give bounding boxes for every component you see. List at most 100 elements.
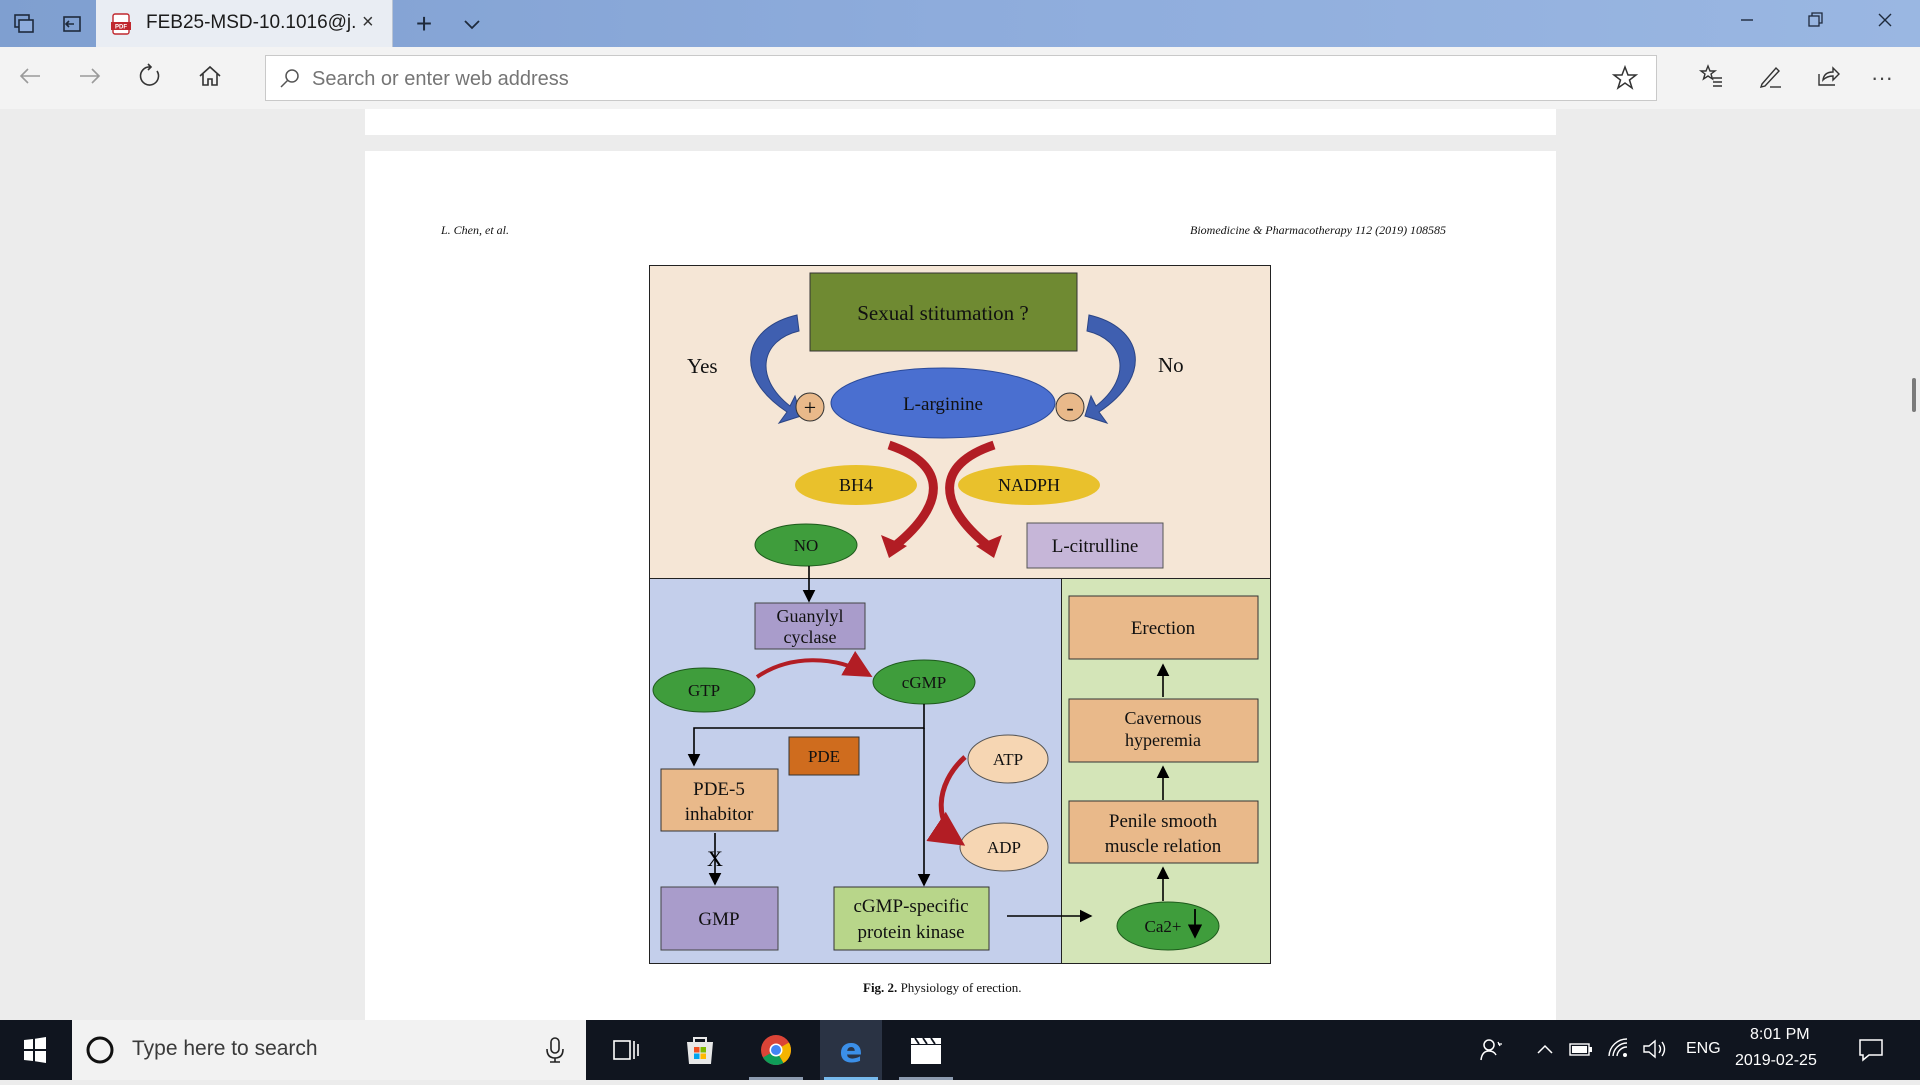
cgmp-label: cGMP [902,673,946,692]
plus-circle [795,392,825,422]
minimize-icon[interactable] [1724,10,1770,36]
address-input[interactable] [310,56,1594,102]
language-indicator[interactable]: ENG [1686,1040,1721,1057]
volume-icon[interactable] [1641,1036,1669,1067]
pde-label: PDE [808,747,840,766]
nadph-oval [958,465,1100,505]
red-arrow-left [887,440,938,549]
l-arginine-label: L-arginine [903,394,983,415]
taskbar-search-box[interactable]: Type here to search [72,1020,586,1080]
tab-manager-icon[interactable] [12,12,36,36]
address-bar[interactable] [265,55,1657,102]
clock-date[interactable]: 2019-02-25 [1735,1052,1817,1069]
guanylyl-line1: Guanylyl [777,606,844,626]
running-header-authors: L. Chen, et al. [441,223,509,237]
tab-title: FEB25-MSD-10.1016@j. [146,12,357,33]
sexual-stimulation-label: Sexual stitumation ? [857,301,1028,325]
action-center-icon[interactable] [1857,1036,1885,1069]
cavernous-line2: hyperemia [1125,730,1201,750]
gtp-oval [652,667,756,713]
adp-oval [959,822,1049,872]
favorite-star-icon[interactable] [1611,64,1639,92]
guanylyl-cyclase-box [754,602,866,650]
wifi-icon[interactable] [1606,1036,1632,1067]
set-aside-tabs-icon[interactable] [60,12,84,36]
bh4-label: BH4 [839,475,873,495]
nadph-label: NADPH [998,475,1060,495]
no-oval [754,523,858,567]
microsoft-store-icon[interactable] [669,1020,731,1080]
pen-notes-icon[interactable] [1754,62,1786,94]
search-icon [280,69,299,88]
adp-label: ADP [987,838,1021,857]
chrome-icon[interactable] [745,1020,807,1080]
gmp-box [660,886,779,951]
home-icon[interactable] [194,62,226,94]
new-tab-icon[interactable]: + [415,8,433,39]
cavernous-box [1068,698,1259,763]
refresh-icon[interactable] [134,62,166,94]
yes-label: Yes [687,354,718,378]
previous-page-edge [365,109,1556,135]
start-button[interactable] [0,1020,70,1080]
penile-line1: Penile smooth [1109,811,1218,832]
share-icon[interactable] [1812,62,1844,94]
taskbar-search-placeholder: Type here to search [132,1037,318,1060]
pde5-inhibitor-box [660,768,779,832]
edge-icon[interactable]: e [820,1020,882,1080]
penile-box [1068,800,1259,864]
video-editor-icon[interactable] [895,1020,957,1080]
battery-icon[interactable] [1568,1038,1594,1065]
red-arrow-right [945,440,996,549]
close-window-icon[interactable] [1862,10,1908,36]
browser-titlebar: PDF FEB25-MSD-10.1016@j. × + [0,0,1920,47]
figure-caption: Fig. 2. Physiology of erection. [863,980,1022,996]
microphone-icon[interactable] [544,1036,566,1064]
caption-text: Physiology of erection. [897,980,1022,995]
penile-line2: muscle relation [1105,836,1222,857]
tab-list-chevron-icon[interactable] [460,12,484,36]
scrollbar-thumb[interactable] [1912,378,1916,412]
pde-box [788,736,860,776]
pde5-line2: inhabitor [685,804,754,825]
guanylyl-line2: cyclase [784,627,837,647]
yes-curved-arrow [750,314,802,424]
cortana-icon [86,1036,114,1064]
favorites-hub-icon[interactable] [1695,62,1727,94]
back-icon[interactable] [14,62,46,94]
task-view-icon[interactable] [594,1020,656,1080]
gtp-label: GTP [688,681,720,700]
restore-icon[interactable] [1792,10,1838,36]
caption-label: Fig. 2. [863,980,898,995]
erection-box [1068,595,1259,660]
pde5-line1: PDE-5 [693,779,745,800]
gmp-label: GMP [698,909,739,930]
running-header-journal: Biomedicine & Pharmacotherapy 112 (2019)… [1190,223,1447,237]
minus-circle [1055,392,1085,422]
windows-logo-icon [24,1037,46,1063]
kinase-line1: cGMP-specific [853,896,968,917]
taskbar: Type here to search e ENG 8:01 PM 2019-0… [0,1020,1920,1080]
active-tab[interactable]: PDF FEB25-MSD-10.1016@j. × [96,0,393,47]
no-label: No [1158,353,1184,377]
people-icon[interactable] [1478,1036,1506,1069]
pdf-file-icon: PDF [111,13,131,35]
show-hidden-icons-chevron-icon[interactable] [1535,1040,1555,1065]
tab-close-icon[interactable]: × [362,11,374,33]
cavernous-line1: Cavernous [1125,708,1202,728]
l-citrulline-label: L-citrulline [1052,536,1139,557]
clock-time[interactable]: 8:01 PM [1750,1026,1810,1043]
forward-icon[interactable] [74,62,106,94]
l-arginine-oval [830,367,1056,439]
more-options-icon[interactable]: ··· [1871,65,1893,90]
atp-label: ATP [993,750,1023,769]
ca-label: Ca2+ [1145,917,1182,936]
atp-oval [967,734,1049,784]
no-curved-arrow [1084,314,1136,424]
blocked-x-mark: X [707,846,723,871]
minus-label: - [1066,395,1073,420]
kinase-line2: protein kinase [857,922,964,943]
svg-text:e: e [839,1031,862,1071]
no-node-label: NO [794,536,819,555]
l-citrulline-box [1026,522,1164,569]
